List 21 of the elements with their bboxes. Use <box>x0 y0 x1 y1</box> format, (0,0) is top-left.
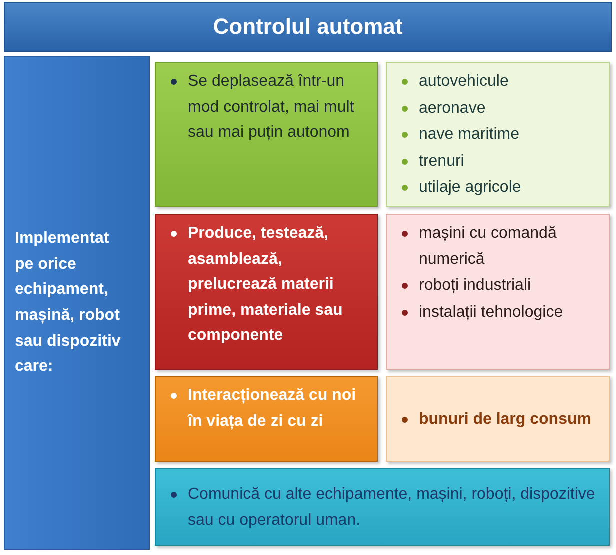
list-item: roboți industriali <box>419 277 532 294</box>
list-item: Comunică cu alte echipamente, mașini, roboți, dispozitive sau cu operatorul uman. <box>188 486 596 528</box>
list-item: Produce, testează, asamblează, prelucrează materii prime, materiale sau componente <box>188 225 343 344</box>
side-panel: Implementat pe orice echipament, mașină, robot sau dispozitiv care: <box>4 56 150 550</box>
title-banner: Controlul automat <box>4 2 612 52</box>
list-item: utilaje agricole <box>419 179 522 196</box>
list-item: Se deplasează într-un mod controlat, mai mult sau mai puțin autonom <box>188 73 354 142</box>
category-box <box>386 62 610 207</box>
list-item: bunuri de larg consum <box>419 410 592 428</box>
list-item: trenuri <box>419 152 464 170</box>
category-box <box>386 214 610 370</box>
category-box <box>155 62 378 207</box>
list-item: nave maritime <box>419 126 520 144</box>
category-box <box>155 468 610 546</box>
list-item: autovehicule <box>419 73 509 90</box>
category-box <box>155 376 378 462</box>
category-box <box>386 376 610 462</box>
list-item: aeronave <box>419 100 486 117</box>
category-box <box>155 214 378 370</box>
list-item: Interacționează cu noi în viața de zi cu zi <box>188 387 356 430</box>
list-item: instalații tehnologice <box>419 304 564 321</box>
